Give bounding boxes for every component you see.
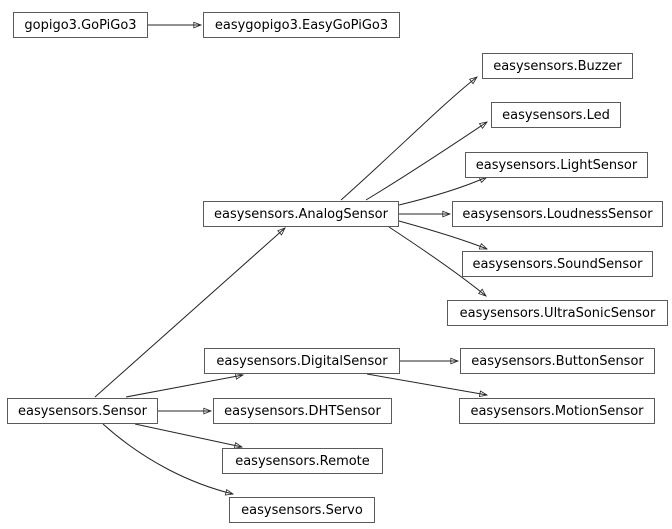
- node-easysensors-ultrasonicsensor[interactable]: easysensors.UltraSonicSensor: [447, 300, 668, 326]
- node-easysensors-motionsensor[interactable]: easysensors.MotionSensor: [459, 398, 655, 424]
- edge-digitalsensor-to-motionsensor: [366, 373, 489, 398]
- edge-analogsensor-to-lightsensor: [398, 176, 489, 206]
- node-easysensors-digitalsensor[interactable]: easysensors.DigitalSensor: [204, 348, 400, 374]
- edge-sensor-to-digitalsensor: [125, 373, 245, 398]
- node-easysensors-buttonsensor[interactable]: easysensors.ButtonSensor: [460, 348, 655, 374]
- edge-analogsensor-to-ultrasonicsensor: [388, 226, 487, 297]
- node-easysensors-servo[interactable]: easysensors.Servo: [229, 497, 375, 523]
- edge-sensor-to-servo: [102, 423, 235, 496]
- node-easysensors-lightsensor[interactable]: easysensors.LightSensor: [465, 152, 648, 178]
- node-gopigo3-gopigo3[interactable]: gopigo3.GoPiGo3: [13, 12, 148, 38]
- node-easysensors-sensor[interactable]: easysensors.Sensor: [7, 398, 158, 424]
- node-easysensors-led[interactable]: easysensors.Led: [491, 102, 621, 128]
- node-easygopigo3-easygopigo3[interactable]: easygopigo3.EasyGoPiGo3: [203, 12, 400, 38]
- node-easysensors-soundsensor[interactable]: easysensors.SoundSensor: [462, 251, 653, 277]
- node-easysensors-loudnesssensor[interactable]: easysensors.LoudnessSensor: [452, 201, 663, 227]
- edge-analogsensor-to-buzzer: [340, 76, 478, 201]
- edge-sensor-to-analogsensor: [94, 227, 286, 398]
- node-easysensors-buzzer[interactable]: easysensors.Buzzer: [482, 53, 633, 79]
- edge-analogsensor-to-soundsensor: [398, 220, 489, 250]
- edge-sensor-to-remote: [134, 423, 244, 449]
- edge-analogsensor-to-led: [365, 121, 488, 201]
- node-easysensors-analogsensor[interactable]: easysensors.AnalogSensor: [203, 201, 399, 227]
- node-easysensors-remote[interactable]: easysensors.Remote: [222, 448, 383, 474]
- node-easysensors-dhtsensor[interactable]: easysensors.DHTSensor: [213, 398, 392, 424]
